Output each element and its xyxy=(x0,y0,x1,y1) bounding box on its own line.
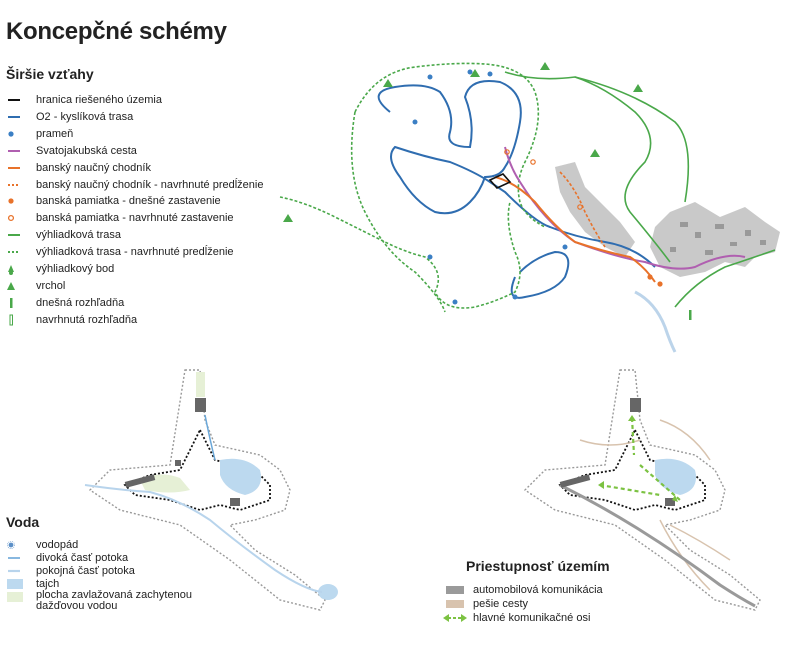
footpath-icon xyxy=(446,600,464,608)
tower-existing-icon xyxy=(10,297,13,308)
tower-proposed-icon xyxy=(9,314,13,326)
legend-item-label: vrchol xyxy=(36,279,66,292)
blue-line-icon xyxy=(8,115,20,118)
legend-item-label: hranica riešeného územia xyxy=(36,94,162,106)
legend-item-label: vodopád xyxy=(36,539,79,551)
legend-item-label: pešie cesty xyxy=(473,598,529,610)
legend-item-label: automobilová komunikácia xyxy=(473,584,603,596)
access-legend: automobilová komunikácia pešie cesty hlavn… xyxy=(443,583,663,633)
access-heading: Priestupnosť územím xyxy=(466,558,610,574)
access-map xyxy=(523,369,761,611)
legend-item-label: banská pamiatka - dnešné zastavenie xyxy=(36,195,221,208)
legend-item-label: prameň xyxy=(36,127,74,140)
legend-item-label: tajch xyxy=(36,578,60,590)
legend-item-label: plocha zavlažovaná zachytenou dažďovou v… xyxy=(36,589,192,612)
irrigated-area-icon xyxy=(7,592,23,602)
legend-item-label: O2 - kyslíková trasa xyxy=(36,110,134,123)
peak-triangle-icon xyxy=(7,281,15,290)
waterfall-icon xyxy=(7,541,15,549)
legend-item-label: banský naučný chodník xyxy=(36,161,151,174)
legend-item-label: pokojná časť potoka xyxy=(36,565,135,577)
legend-item-label: navrhnutá rozhľadňa xyxy=(36,313,138,326)
orange-line-icon xyxy=(8,166,20,169)
viewpoint-icon xyxy=(8,265,14,275)
purple-line-icon xyxy=(8,149,20,152)
main-axis-arrow-icon xyxy=(443,614,467,622)
green-dashed-line-icon xyxy=(8,251,20,254)
legend-item-label: výhliadkový bod xyxy=(36,263,115,275)
blue-dot-icon xyxy=(8,131,14,137)
wider-relations-heading: Širšie vzťahy xyxy=(6,66,94,82)
wider-relations-legend: hranica riešeného územia O2 - kyslíková t… xyxy=(6,93,276,343)
legend-item-label: výhliadková trasa - navrhnuté predĺženie xyxy=(36,246,234,259)
orange-dashed-line-icon xyxy=(8,183,20,186)
green-line-icon xyxy=(8,234,20,237)
legend-item-label: dnešná rozhľadňa xyxy=(36,296,125,309)
legend-item-label: Svatojakubská cesta xyxy=(36,144,137,157)
legend-item-label: banský naučný chodník - navrhnuté predĺž… xyxy=(36,178,264,191)
legend-item-label: divoká časť potoka xyxy=(36,552,129,564)
water-map xyxy=(84,369,338,611)
pond-icon xyxy=(7,579,23,589)
calm-stream-icon xyxy=(8,569,20,573)
orange-ring-icon xyxy=(7,215,15,222)
legend-item-label: výhliadková trasa xyxy=(36,229,121,242)
legend-item-label: banská pamiatka - navrhnuté zastavenie xyxy=(36,212,234,225)
wild-stream-icon xyxy=(8,557,20,559)
black-line-icon xyxy=(8,99,20,101)
page-title: Koncepčné schémy xyxy=(6,18,227,45)
orange-dot-icon xyxy=(8,198,14,204)
road-icon xyxy=(446,586,464,594)
legend-item-label: hlavné komunikačné osi xyxy=(473,612,591,624)
wider-relations-map xyxy=(279,62,780,353)
water-heading: Voda xyxy=(6,514,40,530)
